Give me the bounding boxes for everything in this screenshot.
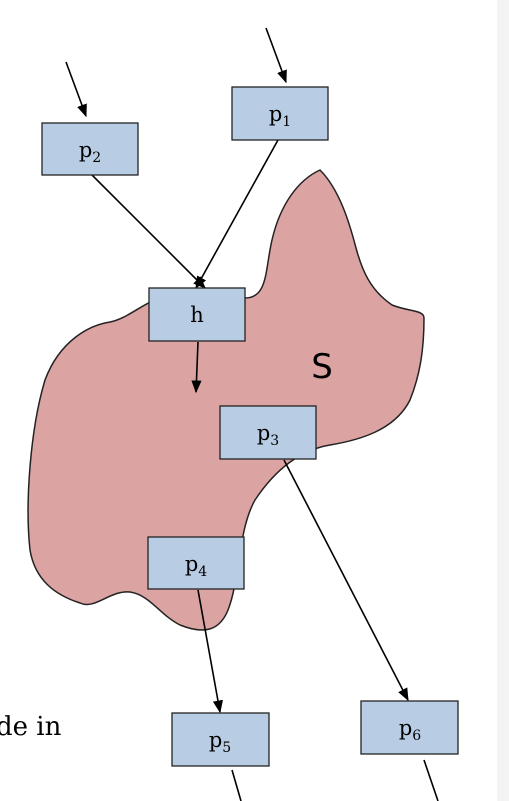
incoming-arrow-p2 [65,61,87,118]
outgoing-line-p5 [231,769,242,801]
edge-p4-to-p5 [197,589,223,714]
node-h-label: h [190,303,204,327]
edge-h-pointer [191,341,202,394]
cut-off-body-text: de in [0,712,62,742]
node-p5-subscript: 5 [222,740,231,756]
svg-text:p2: p2 [79,138,101,166]
node-p3-subscript: 3 [270,433,279,449]
svg-text:p1: p1 [269,102,291,130]
edge-p3-to-p6 [283,459,409,702]
svg-text:p5: p5 [209,728,231,756]
svg-text:p3: p3 [257,421,279,449]
node-p4-label: p [185,552,198,576]
node-p6: p6 [360,700,459,755]
svg-text:p6: p6 [399,716,421,744]
node-p6-subscript: 6 [412,728,421,744]
node-p1-label: p [269,102,282,126]
incoming-arrow-p1 [265,27,287,84]
node-h: h [148,287,246,342]
edge-p2-to-h [91,174,206,289]
node-p3: p3 [219,405,317,460]
node-p2-subscript: 2 [92,150,101,166]
node-p5: p5 [171,712,270,767]
svg-text:p4: p4 [185,552,207,580]
node-p3-label: p [257,421,270,445]
node-p2-label: p [79,138,92,162]
node-p4-subscript: 4 [198,564,207,580]
edge-p1-to-h [195,139,279,290]
page-edge-strip [497,0,509,801]
node-p1: p1 [231,86,329,141]
node-p1-subscript: 1 [282,114,291,130]
node-p6-label: p [399,716,412,740]
outgoing-line-p6 [423,759,439,801]
node-p4: p4 [147,536,245,590]
node-p5-label: p [209,728,222,752]
node-p2: p2 [41,122,139,176]
region-label: S [311,347,333,387]
